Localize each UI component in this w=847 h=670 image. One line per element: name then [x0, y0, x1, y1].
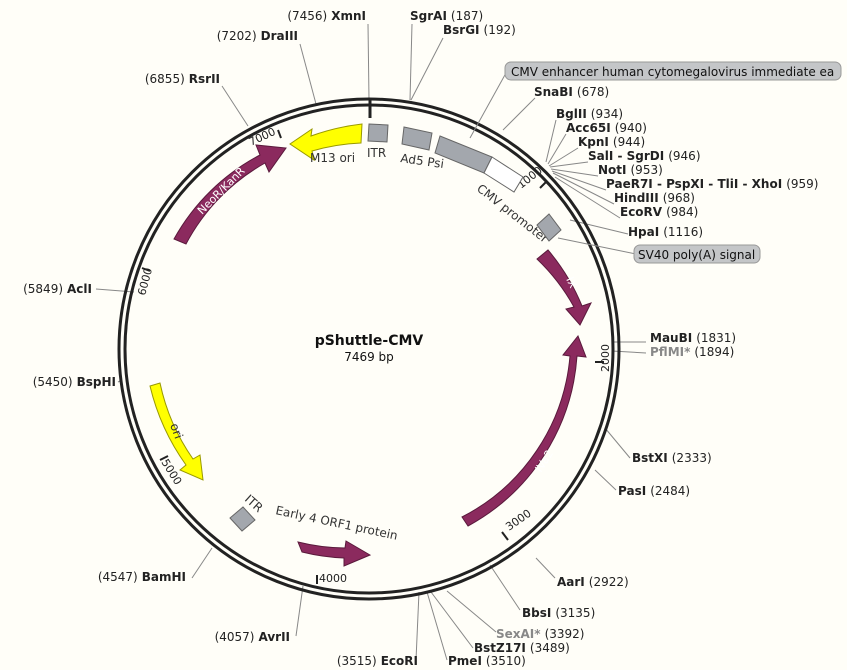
leader-pmei: [426, 591, 448, 661]
site-avrii[interactable]: (4057)AvrII: [215, 630, 290, 644]
site-leaders: [95, 23, 647, 661]
tick-label-2000: 2000: [599, 344, 612, 372]
site-sali-sgrdi[interactable]: SalI - SgrDI(946): [588, 149, 701, 163]
site-kpni[interactable]: KpnI(944): [578, 135, 645, 149]
site-bstz17i[interactable]: BstZ17I(3489): [474, 641, 570, 655]
leader-noti: [550, 168, 599, 177]
leader-xmni: [367, 23, 370, 101]
leader-draiii: [299, 43, 317, 105]
callout-cmv-enhancer: CMV enhancer human cytomegalovirus immed…: [511, 65, 834, 79]
site-bbsi[interactable]: BbsI(3135): [522, 606, 595, 620]
callout-sv40: SV40 poly(A) signal: [638, 248, 755, 262]
site-aari[interactable]: AarI(2922): [557, 575, 629, 589]
site-noti[interactable]: NotI(953): [598, 163, 663, 177]
leader-pasi: [594, 469, 617, 491]
label-ori: ori: [167, 421, 185, 440]
feature-ori[interactable]: [149, 382, 204, 481]
feature-m13-ori[interactable]: [289, 123, 363, 162]
site-sexai[interactable]: SexAI*(3392): [496, 627, 584, 641]
leader-sexai: [446, 590, 497, 633]
feature-iva2[interactable]: [461, 334, 587, 527]
tick-mark-5000: [159, 455, 169, 461]
feature-neor-kanr[interactable]: [173, 144, 287, 245]
callout-box-sv40[interactable]: [633, 244, 761, 264]
callout-box-cmv-enhancer[interactable]: [504, 61, 842, 81]
feature-early4-orf1[interactable]: [297, 540, 372, 567]
site-bstxi[interactable]: BstXI(2333): [632, 451, 712, 465]
plasmid-name: pShuttle-CMV: [315, 333, 424, 349]
leader-bbsi: [489, 564, 521, 611]
site-acc65i[interactable]: Acc65I(940): [566, 121, 647, 135]
leader-hindiii: [552, 172, 615, 205]
tick-mark-7000: [277, 129, 282, 139]
leader-rsrii: [221, 85, 249, 127]
ticks: [141, 129, 604, 584]
site-ecori[interactable]: (3515)EcoRI: [337, 654, 418, 668]
label-early4-orf1: Early 4 ORF1 protein: [274, 503, 399, 543]
tick-label-5000: 5000: [158, 457, 184, 488]
site-bamhi[interactable]: (4547)BamHI: [98, 570, 186, 584]
leader-acc65i: [547, 133, 567, 165]
feature-cmv-enhancer[interactable]: [434, 135, 493, 174]
site-maubi[interactable]: MauBI(1831): [650, 331, 736, 345]
site-bsphi[interactable]: (5450)BspHI: [33, 375, 116, 389]
label-m13-ori: M13 ori: [310, 151, 355, 165]
feature-sv40-polya[interactable]: [536, 213, 562, 242]
leader-bsrgi: [410, 37, 444, 101]
site-hpai[interactable]: HpaI(1116): [628, 225, 703, 239]
leader-acli: [95, 288, 135, 293]
tick-mark-1000: [539, 180, 548, 189]
site-ecorv[interactable]: EcoRV(984): [620, 205, 698, 219]
leader-ecorv: [554, 176, 621, 219]
feature-itr-bottom[interactable]: [229, 506, 256, 532]
site-paer7i-xhoi[interactable]: PaeR7I - PspXI - TliI - XhoI(959): [606, 177, 818, 191]
feature-cmv-promoter[interactable]: [483, 156, 524, 193]
leader-aari: [535, 557, 556, 579]
feature-itr-top[interactable]: [367, 123, 389, 143]
site-pflmi[interactable]: PflMI*(1894): [650, 345, 734, 359]
tick-mark-6000: [141, 267, 151, 272]
site-hindiii[interactable]: HindIII(968): [614, 191, 695, 205]
feature-ix[interactable]: [536, 249, 592, 326]
tick-label-4000: 4000: [319, 572, 347, 585]
leader-bstxi: [604, 427, 631, 459]
tick-label-3000: 3000: [503, 507, 533, 534]
site-snabi[interactable]: SnaBI(678): [534, 85, 609, 99]
label-ad5-psi: Ad5 Psi: [400, 151, 445, 171]
backbone-outer: [117, 97, 621, 601]
leader-pflmi: [611, 350, 647, 354]
site-acli[interactable]: (5849)AclI: [23, 282, 92, 296]
site-pmei[interactable]: PmeI(3510): [448, 654, 526, 668]
leader-snabi: [502, 97, 536, 131]
leader-ecori: [415, 591, 420, 661]
site-draiii[interactable]: (7202)DraIII: [217, 29, 298, 43]
label-itr-top: ITR: [367, 146, 386, 160]
leader-bglii: [545, 119, 557, 163]
feature-ad5-psi[interactable]: [401, 126, 433, 151]
plasmid-size: 7469 bp: [344, 350, 394, 364]
leader-avrii: [295, 585, 304, 637]
site-bsrgi[interactable]: BsrGI(192): [443, 23, 516, 37]
backbone-inner: [123, 103, 615, 595]
tick-mark-3000: [501, 531, 509, 541]
leader-sgrai: [409, 23, 413, 101]
site-xmni[interactable]: (7456)XmnI: [287, 9, 366, 23]
site-pasi[interactable]: PasI(2484): [618, 484, 690, 498]
leader-bstz17i: [430, 591, 474, 649]
callout-leader-cmv-enhancer: [469, 72, 507, 139]
leader-sali: [549, 161, 589, 168]
leader-bamhi: [191, 547, 213, 579]
callout-leader-sv40: [557, 237, 637, 255]
leader-xhoi: [551, 170, 607, 191]
site-bglii[interactable]: BglII(934): [556, 107, 623, 121]
leader-kpni: [548, 147, 579, 167]
site-sgrai[interactable]: SgrAI(187): [410, 9, 483, 23]
site-rsrii[interactable]: (6855)RsrII: [145, 72, 220, 86]
leader-hpai: [569, 219, 629, 235]
